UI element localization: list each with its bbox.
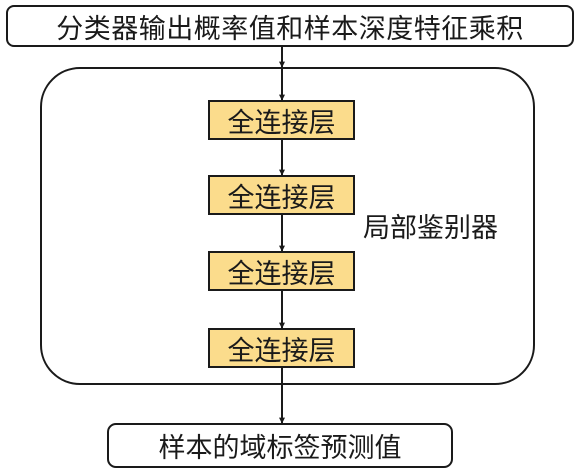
fc-layer-1-label: 全连接层 bbox=[227, 107, 336, 139]
fc-layer-1: 全连接层 bbox=[208, 100, 355, 140]
fc-layer-2: 全连接层 bbox=[208, 175, 355, 215]
fc-layer-4-label: 全连接层 bbox=[227, 335, 336, 367]
output-label: 样本的域标签预测值 bbox=[158, 433, 402, 464]
output-node: 样本的域标签预测值 bbox=[107, 423, 453, 468]
input-node: 分类器输出概率值和样本深度特征乘积 bbox=[6, 5, 574, 47]
fc-layer-3-label: 全连接层 bbox=[227, 258, 336, 290]
fc-layer-4: 全连接层 bbox=[208, 328, 355, 368]
fc-layer-2-label: 全连接层 bbox=[227, 182, 336, 214]
input-label: 分类器输出概率值和样本深度特征乘积 bbox=[56, 13, 524, 45]
fc-layer-3: 全连接层 bbox=[208, 251, 355, 291]
group-label: 局部鉴别器 bbox=[363, 213, 498, 244]
